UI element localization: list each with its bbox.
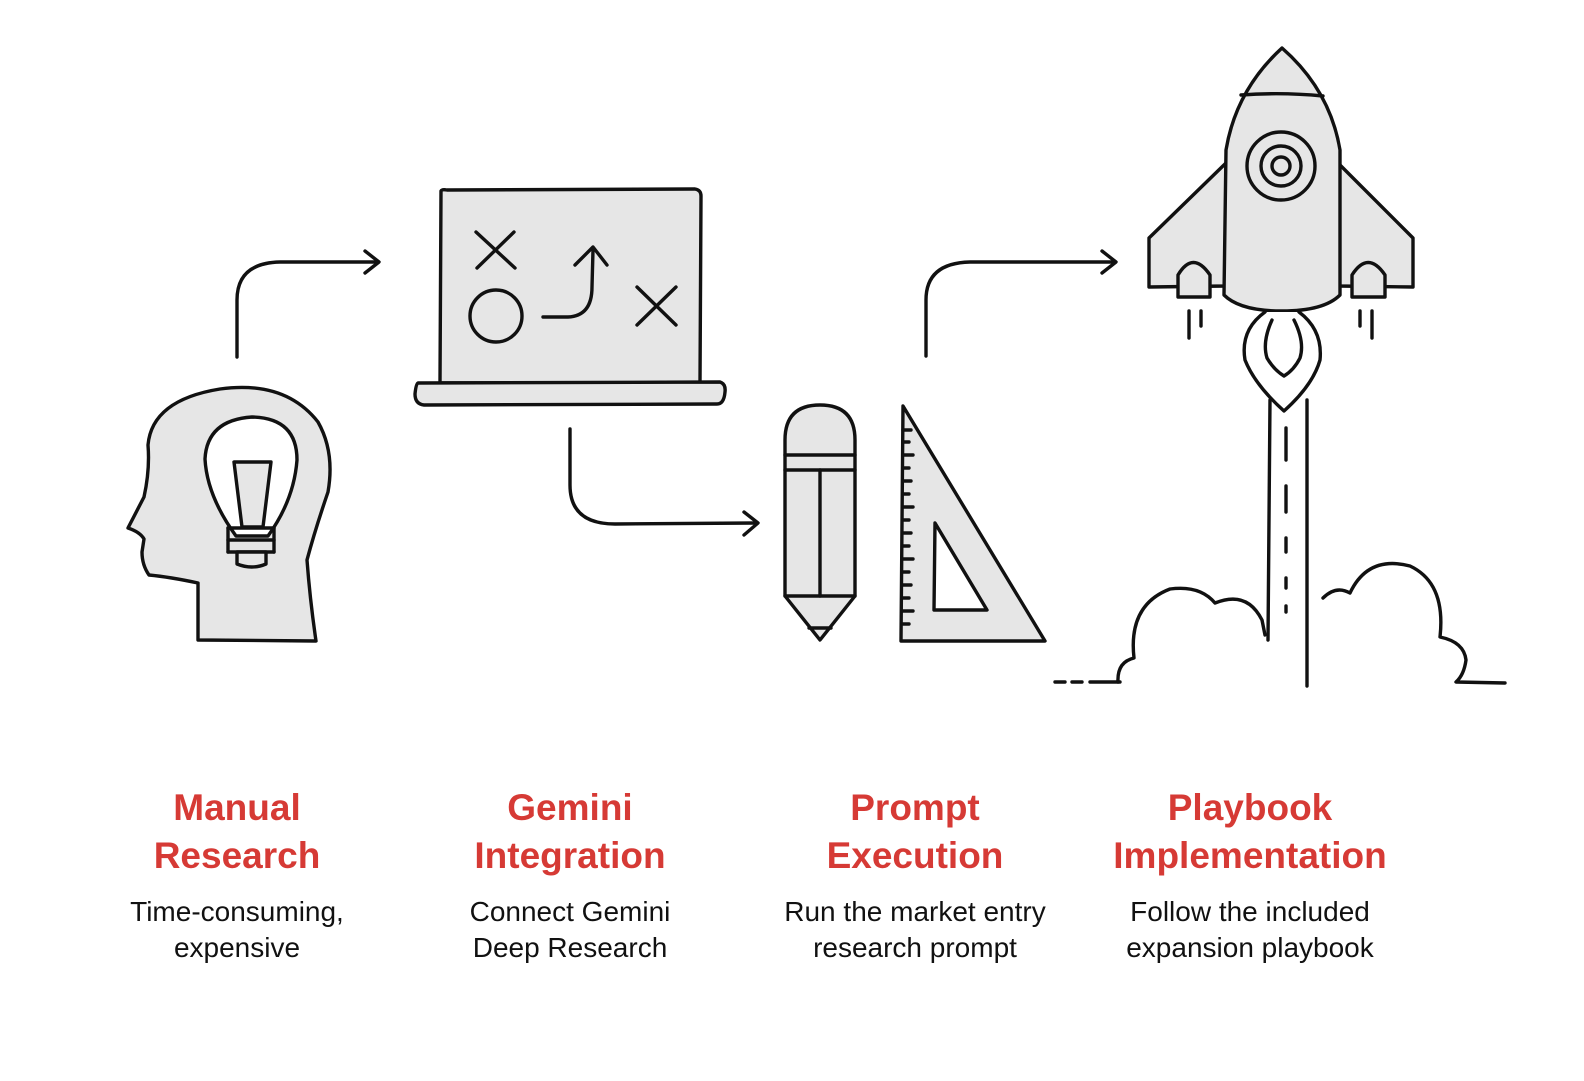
step-gemini-integration: Gemini Integration Connect Gemini Deep R… (420, 784, 720, 966)
step-description-line: Deep Research (472, 932, 668, 963)
step-description: Run the market entry research prompt (750, 894, 1080, 966)
rocket-launch-icon (1053, 46, 1507, 688)
arrow-2-icon (568, 427, 760, 537)
step-title-line: Implementation (1113, 835, 1387, 876)
arrow-3-icon (924, 249, 1118, 358)
step-description: Follow the included expansion playbook (1090, 894, 1410, 966)
step-title: Manual Research (87, 784, 387, 880)
step-title-line: Integration (474, 835, 666, 876)
triangle-ruler-icon (899, 404, 1047, 643)
step-title: Gemini Integration (420, 784, 720, 880)
step-description: Time-consuming, expensive (87, 894, 387, 966)
step-title-line: Prompt (850, 787, 980, 828)
step-title-line: Gemini (507, 787, 633, 828)
pencil-icon (783, 403, 857, 642)
step-description: Connect Gemini Deep Research (420, 894, 720, 966)
step-prompt-execution: Prompt Execution Run the market entry re… (750, 784, 1080, 966)
step-description-line: expensive (173, 932, 301, 963)
step-manual-research: Manual Research Time-consuming, expensiv… (87, 784, 387, 966)
arrow-1-icon (235, 249, 381, 359)
step-playbook-implementation: Playbook Implementation Follow the inclu… (1090, 784, 1410, 966)
step-description-line: research prompt (813, 932, 1017, 963)
head-with-lightbulb-icon (126, 385, 332, 643)
step-title-line: Execution (826, 835, 1004, 876)
step-description-line: Run the market entry (784, 896, 1046, 927)
step-title-line: Manual (173, 787, 301, 828)
step-title-line: Playbook (1167, 787, 1333, 828)
laptop-with-strategy-icon (413, 187, 727, 407)
step-description-line: Time-consuming, (130, 896, 344, 927)
step-description-line: expansion playbook (1126, 932, 1374, 963)
step-title: Playbook Implementation (1090, 784, 1410, 880)
step-title: Prompt Execution (750, 784, 1080, 880)
step-description-line: Connect Gemini (469, 896, 671, 927)
step-description-line: Follow the included (1130, 896, 1370, 927)
step-title-line: Research (153, 835, 321, 876)
